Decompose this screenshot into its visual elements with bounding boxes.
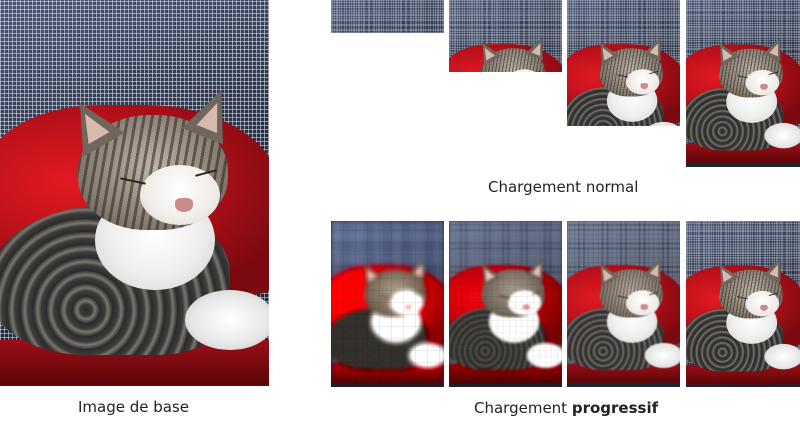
cat-nose bbox=[640, 304, 649, 311]
cat-muzzle bbox=[625, 290, 660, 316]
normal-loading-step-1 bbox=[331, 0, 444, 33]
base-image bbox=[0, 0, 269, 386]
cat-photo-scene bbox=[686, 221, 800, 385]
caption-progressive-bold: progressif bbox=[571, 399, 659, 417]
cat-photo-scene bbox=[331, 0, 444, 33]
cat-paw bbox=[764, 122, 800, 149]
normal-loading-step-4 bbox=[686, 0, 800, 167]
cat-paw bbox=[408, 342, 444, 369]
cat-muzzle bbox=[625, 69, 660, 95]
cat-photo-scene bbox=[449, 0, 562, 72]
cat-nose bbox=[760, 304, 768, 311]
cat-muzzle bbox=[507, 69, 542, 72]
progressive-loading-step-1 bbox=[331, 221, 444, 387]
caption-base-image: Image de base bbox=[78, 398, 190, 416]
cat-muzzle bbox=[140, 165, 220, 225]
progressive-loading-step-3 bbox=[567, 221, 680, 387]
progressive-loading-step-2 bbox=[449, 221, 562, 387]
cat-muzzle bbox=[507, 290, 542, 316]
cat-nose bbox=[175, 198, 193, 212]
sofa-plaid-background bbox=[331, 0, 444, 33]
cat-paw bbox=[644, 121, 680, 126]
caption-progressive-loading: Chargement progressif bbox=[474, 399, 658, 417]
cat-muzzle bbox=[745, 290, 780, 317]
cat-nose bbox=[522, 304, 531, 311]
cat-paw bbox=[764, 343, 800, 370]
cat-paw bbox=[526, 342, 562, 369]
normal-loading-step-3 bbox=[567, 0, 680, 126]
cat-paw bbox=[644, 342, 680, 369]
cat-nose bbox=[760, 83, 768, 90]
cat-photo-scene bbox=[567, 0, 680, 126]
cat-photo-scene bbox=[567, 221, 680, 384]
cat-photo-scene bbox=[686, 0, 800, 164]
cat-photo-scene bbox=[0, 0, 269, 386]
cat-photo-scene bbox=[331, 221, 444, 384]
cat-muzzle bbox=[389, 290, 424, 316]
cat-muzzle bbox=[745, 69, 780, 96]
normal-loading-step-2 bbox=[449, 0, 562, 72]
caption-progressive-prefix: Chargement bbox=[474, 399, 568, 417]
caption-normal-loading: Chargement normal bbox=[488, 178, 639, 196]
cat-photo-scene bbox=[449, 221, 562, 384]
cat-nose bbox=[640, 83, 649, 90]
cat-head bbox=[481, 48, 545, 72]
cat-nose bbox=[404, 304, 413, 311]
progressive-loading-step-4 bbox=[686, 221, 800, 387]
cat-paw bbox=[185, 290, 269, 350]
